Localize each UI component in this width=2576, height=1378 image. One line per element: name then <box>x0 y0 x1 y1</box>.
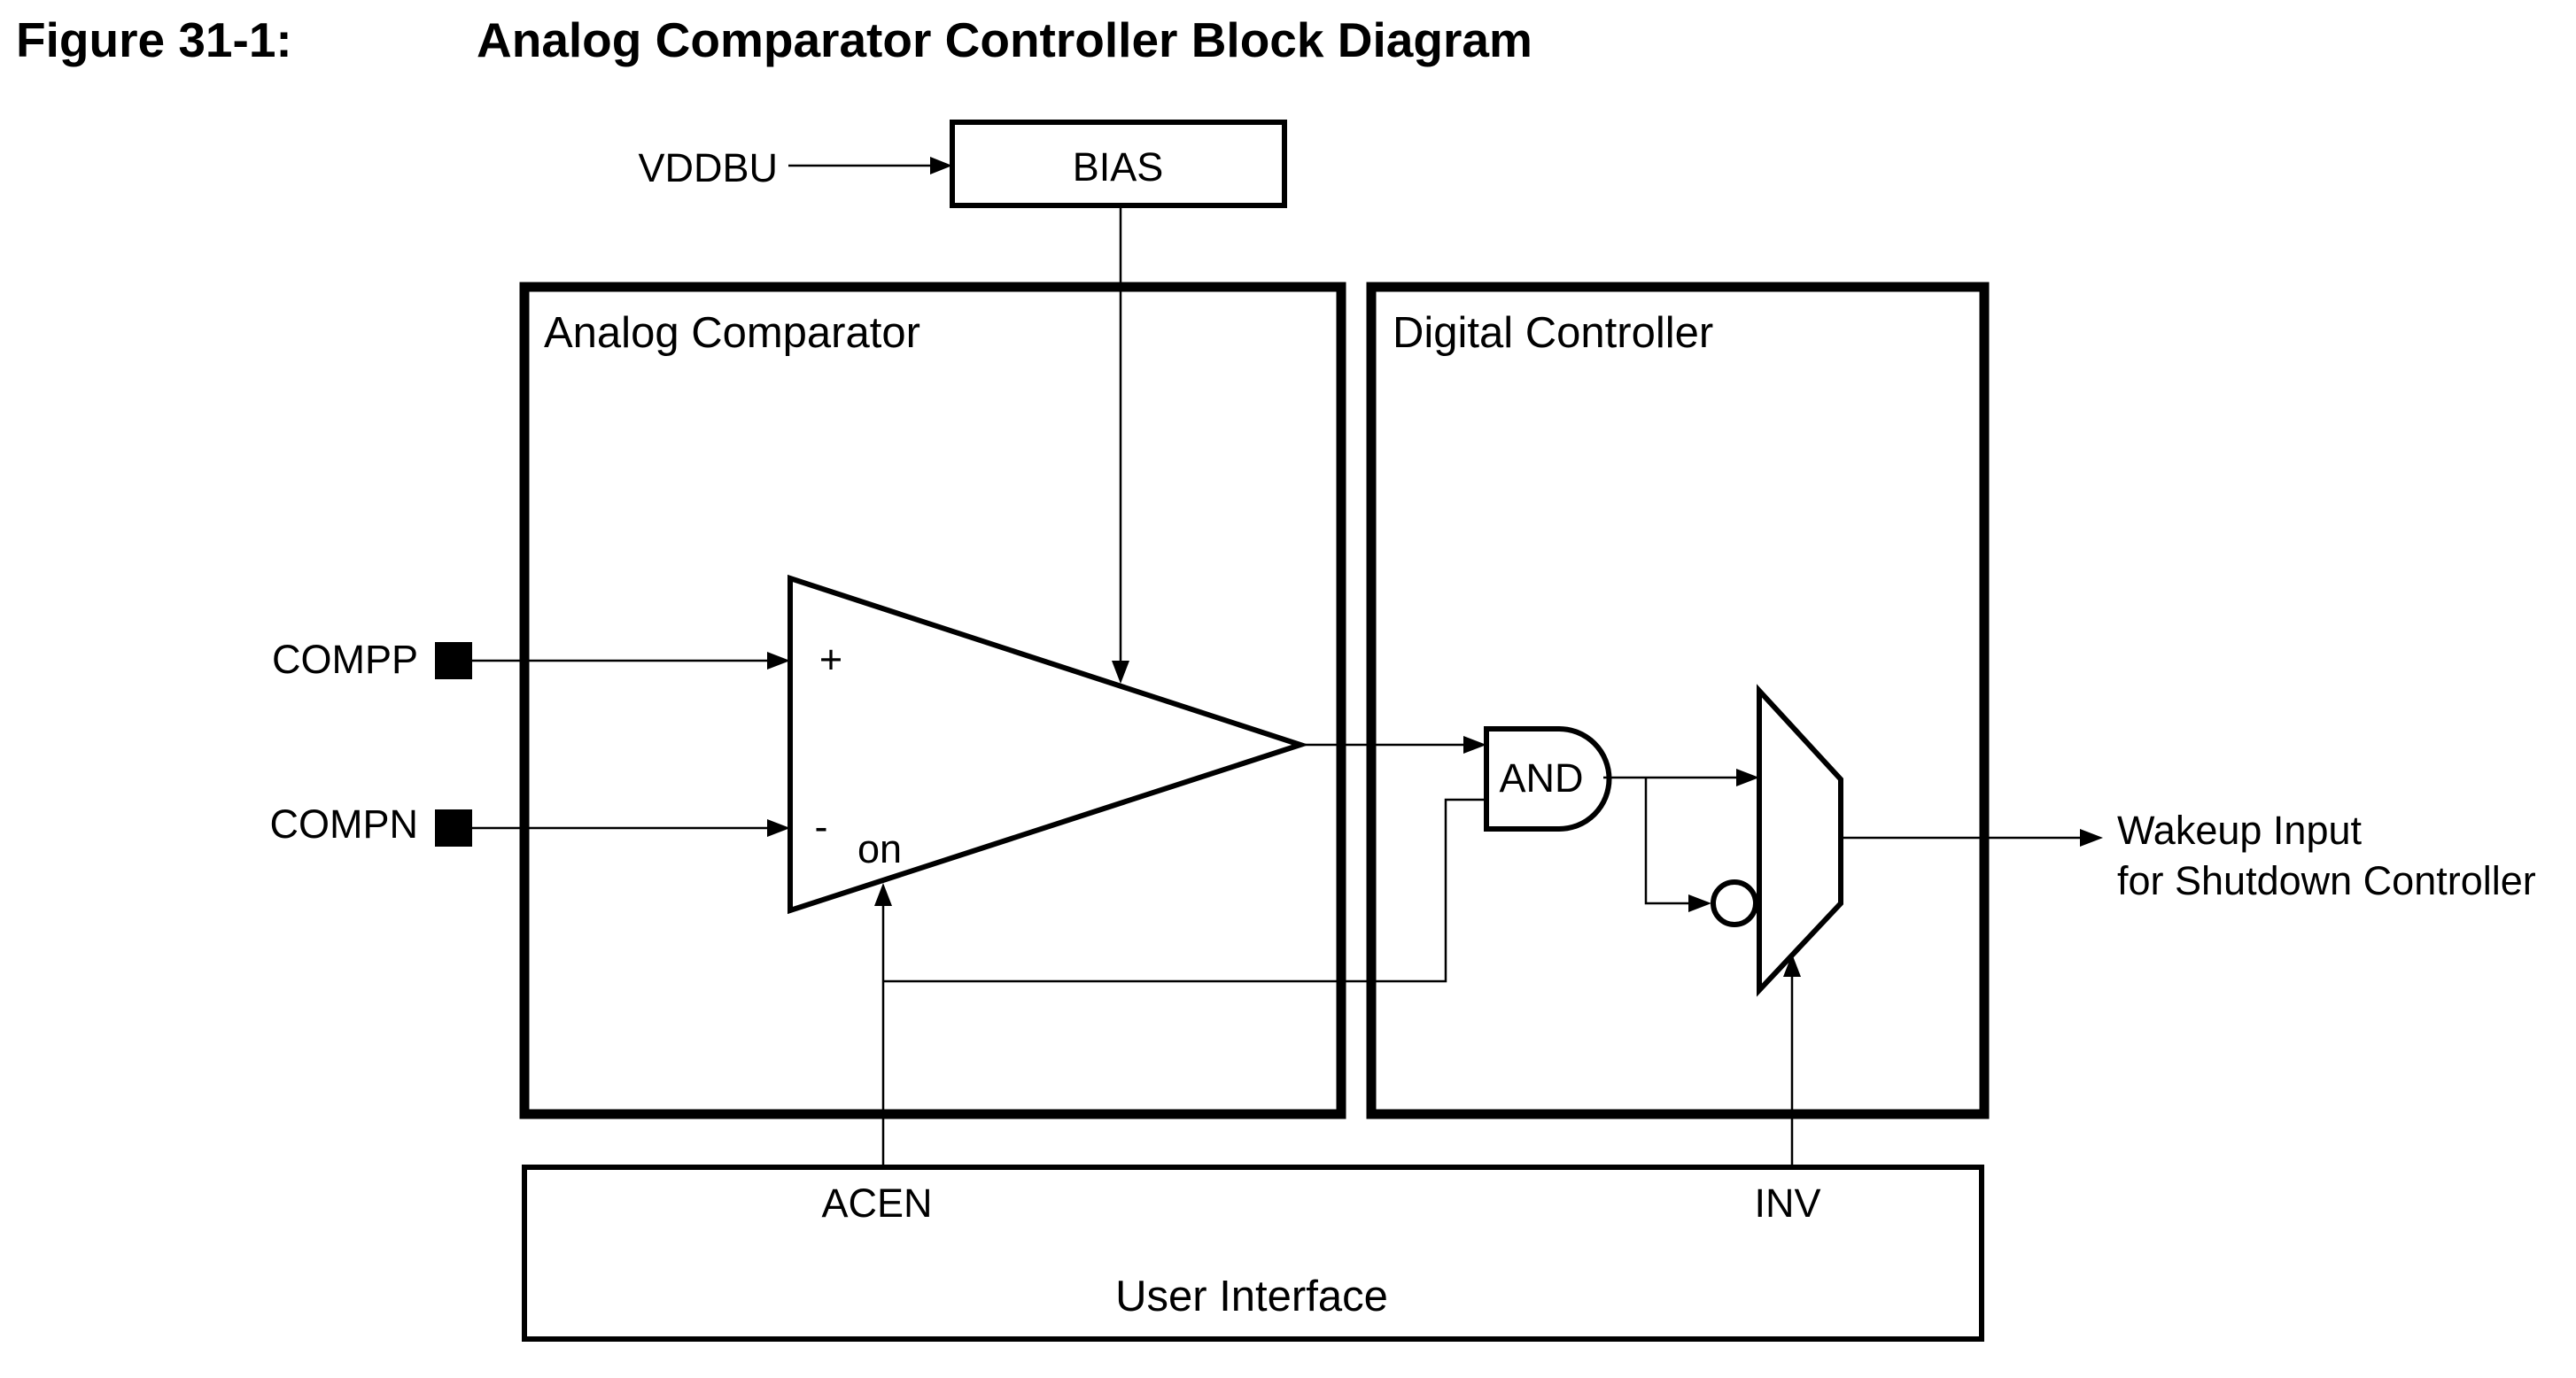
plus-sign: + <box>819 637 842 682</box>
and-to-inverter-wire <box>1644 778 1690 905</box>
vddbu-arrowhead <box>930 157 952 174</box>
bias-block <box>950 120 1287 208</box>
compp-pin <box>435 642 472 679</box>
inverter-bubble <box>1711 879 1758 927</box>
comparator-triangle <box>788 574 1309 915</box>
inv-arrowhead <box>1783 954 1801 977</box>
inv-label: INV <box>1754 1181 1820 1226</box>
output-label-line2: for Shutdown Controller <box>2117 858 2536 903</box>
user-interface-block <box>522 1165 1984 1342</box>
output-arrowhead <box>2080 829 2103 847</box>
acen-to-and-wire <box>883 798 1486 983</box>
compn-pin <box>435 809 472 847</box>
compn-label: COMPN <box>270 801 419 847</box>
on-label: on <box>857 826 902 871</box>
digital-controller-block <box>1366 282 1990 1119</box>
analog-comparator-label: Analog Comparator <box>544 309 920 357</box>
bias-label: BIAS <box>1073 144 1164 190</box>
and-to-mux-arrowhead <box>1736 769 1759 786</box>
compn-arrowhead <box>767 819 790 837</box>
acen-label: ACEN <box>821 1181 932 1226</box>
minus-sign: - <box>815 804 828 849</box>
bias-arrowhead <box>1112 661 1129 684</box>
user-interface-label: User Interface <box>1115 1273 1388 1320</box>
vddbu-label: VDDBU <box>638 145 778 190</box>
multiplexer <box>1757 684 1843 997</box>
acen-arrowhead <box>874 883 892 906</box>
analog-comparator-block <box>519 282 1346 1119</box>
output-label-line1: Wakeup Input <box>2117 808 2362 853</box>
digital-controller-label: Digital Controller <box>1393 309 1713 357</box>
figure-number: Figure 31-1: <box>16 12 292 67</box>
figure-title: Analog Comparator Controller Block Diagr… <box>477 12 1532 67</box>
and-gate <box>1484 726 1612 832</box>
comparator-output-arrowhead <box>1463 736 1486 754</box>
compp-arrowhead <box>767 652 790 670</box>
and-gate-label: AND <box>1499 755 1583 801</box>
and-to-inverter-arrowhead <box>1688 894 1711 912</box>
compp-label: COMPP <box>272 637 418 682</box>
